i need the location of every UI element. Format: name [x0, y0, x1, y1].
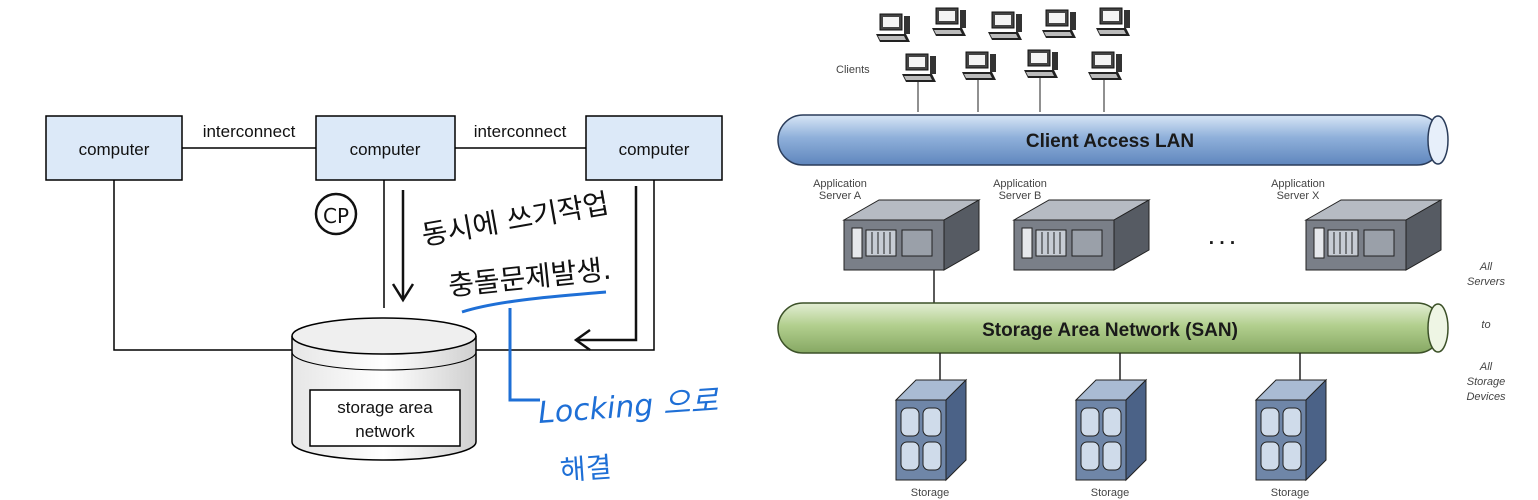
- right-san-diagram: Clients Client Access LAN Application Se…: [777, 7, 1506, 499]
- san-pipe: Storage Area Network (SAN): [777, 302, 1449, 354]
- annotation-blue-ko: 해결: [559, 451, 613, 488]
- computer-box: [45, 115, 183, 181]
- storage-icon: [1075, 379, 1147, 481]
- blue-connector: [508, 308, 540, 402]
- computer-label: computer: [79, 140, 150, 159]
- computer-label: computer: [619, 140, 690, 159]
- server-a-label: Application: [813, 178, 867, 190]
- storage-device-label: Storage: [1271, 487, 1310, 499]
- arrow-left-head: [573, 328, 591, 352]
- server-a-label: Server A: [819, 190, 862, 202]
- clients-label: Clients: [836, 64, 870, 76]
- circled-text: CP: [323, 204, 349, 228]
- left-shared-storage-diagram: computer computer computer interconnect …: [45, 115, 723, 461]
- storage-cylinder: storage area network: [291, 317, 477, 461]
- interconnect-label: interconnect: [474, 122, 567, 141]
- circled-mark: [314, 192, 358, 236]
- side-note-line: All: [1479, 361, 1493, 373]
- server-icon: [1013, 199, 1150, 271]
- side-note-line: All: [1479, 261, 1493, 273]
- computer-label: computer: [350, 140, 421, 159]
- side-note-line: Devices: [1466, 391, 1506, 403]
- server-icon: [843, 199, 980, 271]
- link-line: [476, 180, 655, 351]
- interconnect-label: interconnect: [203, 122, 296, 141]
- client-lan-label: Client Access LAN: [1026, 131, 1194, 152]
- side-note: All Servers to All Storage Devices: [1466, 261, 1506, 403]
- side-note-line: Servers: [1467, 276, 1505, 288]
- client-access-lan-pipe: Client Access LAN: [777, 114, 1449, 166]
- storage-icon: [895, 379, 967, 481]
- san-label: Storage Area Network (SAN): [982, 320, 1238, 341]
- ellipsis: . . .: [1209, 228, 1235, 249]
- storage-label: network: [355, 422, 415, 441]
- computer-box: [315, 115, 456, 181]
- storage-icon: [1255, 379, 1327, 481]
- server-icon: [1305, 199, 1442, 271]
- clients-group: Clients: [836, 7, 1131, 112]
- arrow-left-line: [578, 186, 638, 342]
- link-line: [113, 180, 292, 351]
- server-b-label: Application: [993, 178, 1047, 190]
- blue-underline: [461, 290, 607, 314]
- server-x-label: Server X: [1277, 190, 1320, 202]
- annotation-blue-en: Locking 으로: [537, 383, 720, 431]
- computer-box: [585, 115, 723, 181]
- annotation-line-1: 동시에 쓰기작업: [419, 187, 611, 252]
- storage-device-label: Storage: [1091, 487, 1130, 499]
- side-note-line: to: [1481, 319, 1490, 331]
- server-x-label: Application: [1271, 178, 1325, 190]
- server-b-label: Server B: [999, 190, 1042, 202]
- storage-label: storage area: [337, 398, 433, 417]
- arrow-down-head: [391, 283, 415, 303]
- side-note-line: Storage: [1467, 376, 1506, 388]
- storage-device-label: Storage: [911, 487, 950, 499]
